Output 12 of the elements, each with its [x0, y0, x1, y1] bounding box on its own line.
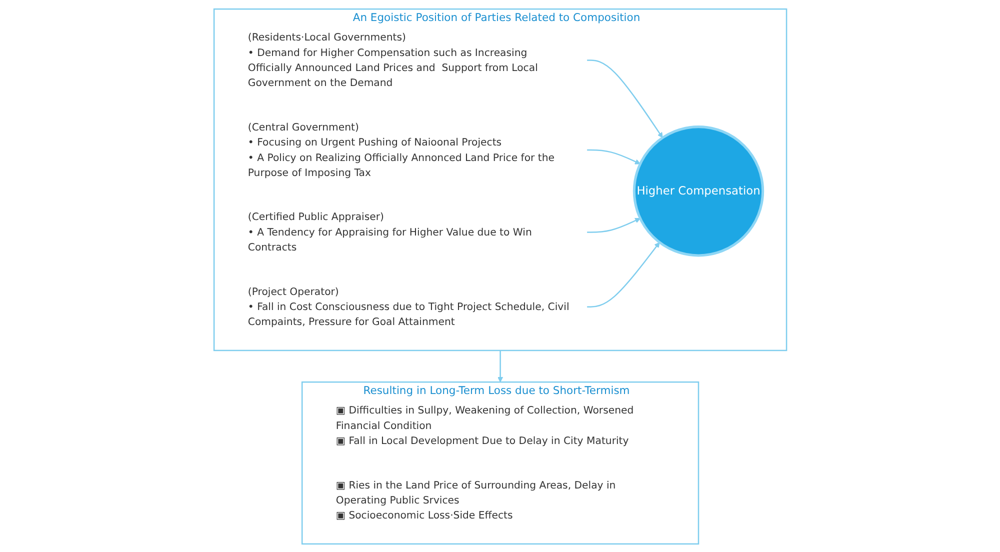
- arrow: [586, 217, 640, 232]
- node-text: (Central Government) • Focusing on Urgent Pushing of Naioonal Projects • A Policy on Realizing Officially Annonced Land Price for the Purpose of Imposing Tax: [248, 120, 554, 178]
- node-text: (Certified Public Appraiser) • A Tendency for Appraising for Higher Value due to Win Contracts: [248, 210, 532, 253]
- node-circle: Higher Compensation: [632, 125, 764, 256]
- node-text: ▣ Ries in the Land Price of Surrounding Areas, Delay in Operating Public Srvices ▣ Socioeconomic Loss·Side Effects: [336, 478, 616, 521]
- arrow: [586, 59, 663, 138]
- arrow: [586, 242, 660, 307]
- node-text: (Project Operator) • Fall in Cost Consciousness due to Tight Project Schedule, Civil Compaints, Pressure for Goal Attainment: [248, 284, 569, 328]
- arrow: [586, 148, 640, 164]
- arrow: [497, 350, 503, 382]
- node-text: (Residents·Local Governments) • Demand for Higher Compensation such as Increasing Officially Announced Land Prices and Support from Local Government on the Demand: [248, 30, 538, 88]
- node-text: ▣ Difficulties in Sullpy, Weakening of Collection, Worsened Financial Condition ▣ Fall in Local Development Due to Delay in City Maturity: [336, 404, 634, 446]
